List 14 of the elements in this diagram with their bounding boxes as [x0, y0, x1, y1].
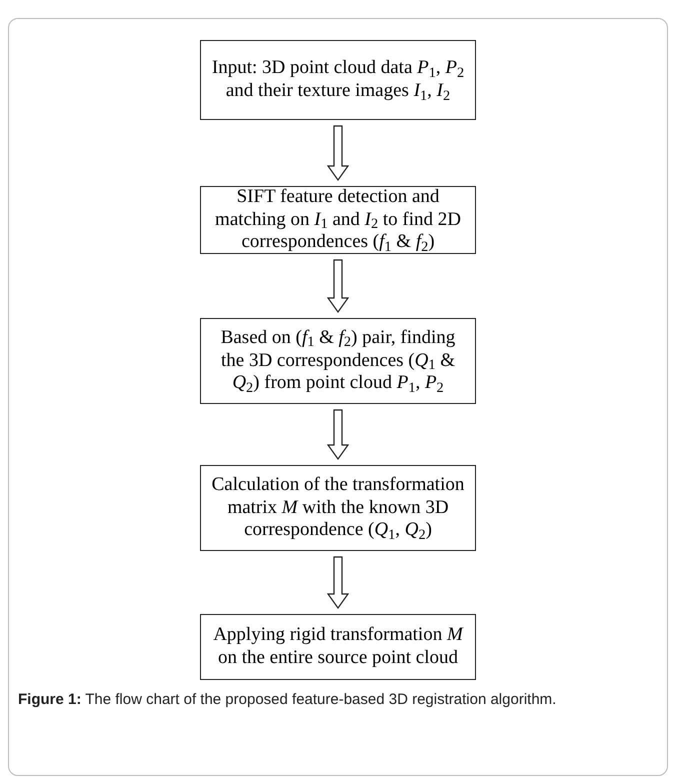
- figure-caption: Figure 1: The flow chart of the proposed feature-based 3D registration algorithm.: [18, 690, 558, 710]
- process-box: [200, 465, 476, 551]
- hollow-arrow: [326, 259, 350, 314]
- process-box: [200, 318, 476, 404]
- hollow-arrow: [326, 125, 350, 182]
- step-text: Based on (f$_{1}$ & f$_{2}$) pair, finding the 3D correspondences (Q$_{1}$ & Q$_{2}$) from point cloud P$_{1}$, P$_{2}$: [220, 326, 456, 396]
- step-text: Input: 3D point cloud data P$_{1}$, P$_{2}$ and their texture images I$_{1}$, I$_{2}$: [210, 57, 466, 103]
- process-box: [200, 40, 476, 120]
- hollow-arrow: [326, 409, 350, 460]
- step-text: Applying rigid transformation M on the entire source point cloud: [212, 624, 465, 670]
- step-text: Calculation of the transformation matrix M with the known 3D correspondence (Q$_{1}$, Q$_{2}$): [210, 474, 466, 542]
- step-text: SIFT feature detection and matching on I$_{1}$ and I$_{2}$ to find 2D correspondences (f$_{1}$ & f$_{2}$): [214, 186, 462, 254]
- process-box: [200, 614, 476, 680]
- hollow-arrow: [326, 556, 350, 610]
